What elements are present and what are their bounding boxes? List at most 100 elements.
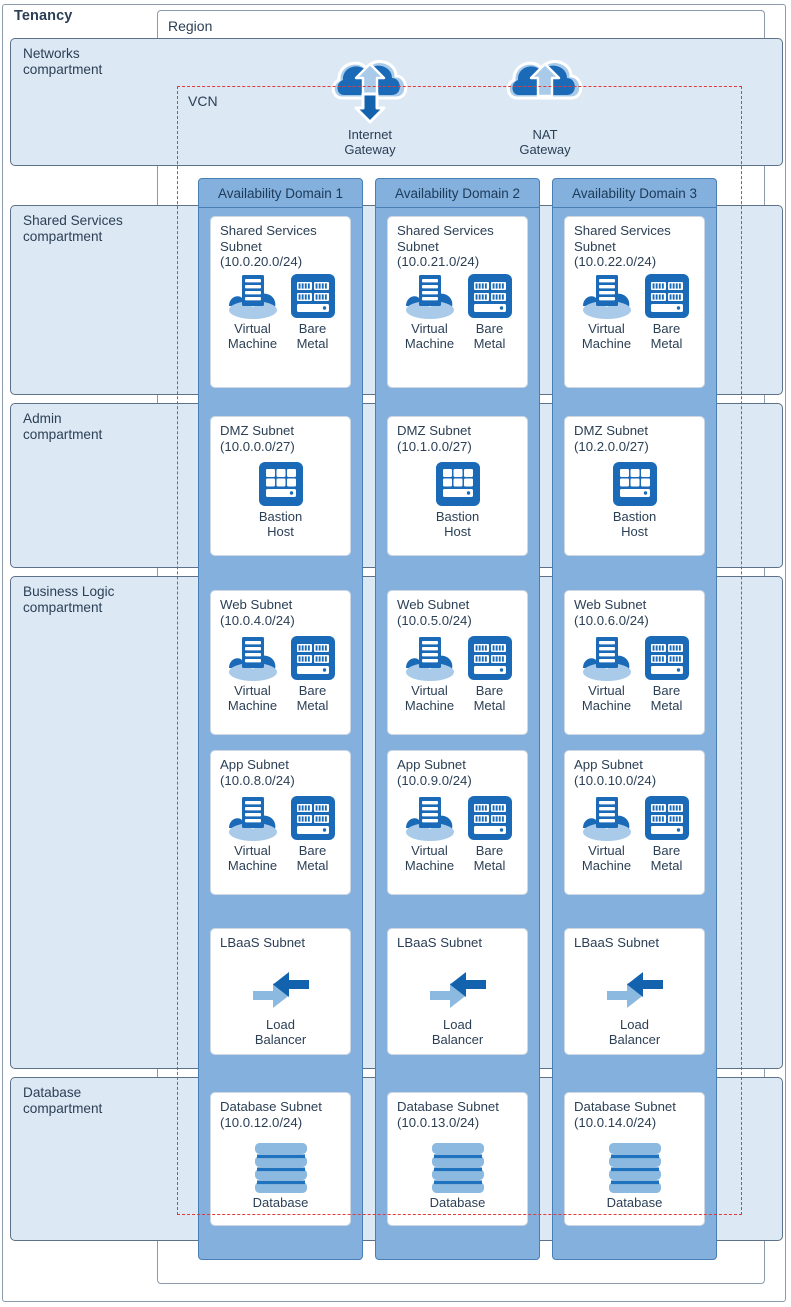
database-caption: Database	[252, 1195, 309, 1210]
bastion-host-icon	[258, 462, 303, 506]
virtual-machine: Virtual Machine	[403, 273, 457, 351]
bastion-host: Bastion Host	[612, 461, 658, 539]
compartment-networks: Networks compartment	[10, 38, 783, 166]
load-balancer-icon	[606, 972, 663, 1008]
subnet-card-app-ad3: App Subnet (10.0.10.0/24) Virtual Machin…	[564, 750, 705, 895]
virtual-machine-icon	[228, 275, 277, 319]
load-balancer-caption: Load Balancer	[254, 1017, 307, 1047]
subnet-card-dmz-ad1: DMZ Subnet (10.0.0.0/27) Bastion Host	[210, 416, 351, 556]
subnet-card-lbaas-ad3: LBaaS Subnet Load Balancer	[564, 928, 705, 1055]
bastion-host-caption: Bastion Host	[258, 509, 303, 539]
subnet-card-app-ad2-title: App Subnet (10.0.9.0/24)	[397, 757, 472, 788]
database-icon	[431, 1143, 484, 1193]
subnet-card-app-ad1-title: App Subnet (10.0.8.0/24)	[220, 757, 295, 788]
database-icon	[608, 1143, 661, 1193]
virtual-machine: Virtual Machine	[226, 273, 280, 351]
load-balancer-icon	[252, 972, 309, 1008]
bare-metal-caption: Bare Metal	[296, 683, 329, 713]
database: Database	[606, 1143, 663, 1210]
bastion-host-caption: Bastion Host	[612, 509, 657, 539]
bare-metal-icon	[467, 274, 512, 318]
subnet-card-web-ad2: Web Subnet (10.0.5.0/24) Virtual Machine…	[387, 590, 528, 735]
virtual-machine: Virtual Machine	[226, 795, 280, 873]
bare-metal: Bare Metal	[644, 273, 690, 351]
compartment-shared-services-label: Shared Services compartment	[23, 213, 123, 244]
compartment-database-label: Database compartment	[23, 1085, 103, 1116]
bare-metal-caption: Bare Metal	[650, 843, 683, 873]
subnet-card-database-ad3-title: Database Subnet (10.0.14.0/24)	[574, 1099, 676, 1130]
bastion-host: Bastion Host	[435, 461, 481, 539]
subnet-card-lbaas-ad1: LBaaS Subnet Load Balancer	[210, 928, 351, 1055]
availability-domain-2-header: Availability Domain 2	[376, 179, 539, 208]
availability-domain-3-header: Availability Domain 3	[553, 179, 716, 208]
bare-metal: Bare Metal	[467, 273, 513, 351]
subnet-card-web-ad1: Web Subnet (10.0.4.0/24) Virtual Machine…	[210, 590, 351, 735]
nat-gateway-label: NAT Gateway	[519, 127, 571, 157]
virtual-machine-icon	[405, 797, 454, 841]
compartment-admin-label: Admin compartment	[23, 411, 103, 442]
virtual-machine-caption: Virtual Machine	[404, 683, 455, 713]
load-balancer: Load Balancer	[426, 961, 490, 1047]
subnet-card-database-ad1-title: Database Subnet (10.0.12.0/24)	[220, 1099, 322, 1130]
subnet-card-web-ad3: Web Subnet (10.0.6.0/24) Virtual Machine…	[564, 590, 705, 735]
virtual-machine-caption: Virtual Machine	[404, 843, 455, 873]
bare-metal: Bare Metal	[290, 795, 336, 873]
virtual-machine-caption: Virtual Machine	[227, 321, 278, 351]
subnet-card-dmz-ad2-title: DMZ Subnet (10.1.0.0/27)	[397, 423, 472, 454]
subnet-card-lbaas-ad2-title: LBaaS Subnet	[397, 935, 483, 950]
subnet-card-lbaas-ad3-title: LBaaS Subnet	[574, 935, 660, 950]
virtual-machine: Virtual Machine	[226, 635, 280, 713]
load-balancer-caption: Load Balancer	[608, 1017, 661, 1047]
virtual-machine: Virtual Machine	[580, 273, 634, 351]
bare-metal-caption: Bare Metal	[473, 321, 506, 351]
load-balancer-caption: Load Balancer	[431, 1017, 484, 1047]
bare-metal: Bare Metal	[290, 635, 336, 713]
database-caption: Database	[606, 1195, 663, 1210]
virtual-machine-icon	[228, 797, 277, 841]
bastion-host: Bastion Host	[258, 461, 304, 539]
bare-metal: Bare Metal	[290, 273, 336, 351]
bare-metal-icon	[467, 636, 512, 680]
bare-metal-caption: Bare Metal	[296, 321, 329, 351]
nat-gateway: NAT Gateway	[505, 50, 585, 157]
load-balancer-icon	[429, 972, 486, 1008]
bare-metal-caption: Bare Metal	[650, 321, 683, 351]
region-label: Region	[168, 18, 213, 34]
virtual-machine-icon	[405, 637, 454, 681]
subnet-card-lbaas-ad2: LBaaS Subnet Load Balancer	[387, 928, 528, 1055]
virtual-machine-caption: Virtual Machine	[581, 843, 632, 873]
bare-metal-caption: Bare Metal	[473, 683, 506, 713]
database-icon	[254, 1143, 307, 1193]
bare-metal-icon	[290, 636, 335, 680]
internet-gateway-label: Internet Gateway	[344, 127, 396, 157]
bare-metal: Bare Metal	[644, 795, 690, 873]
subnet-card-shared-ad3: Shared Services Subnet (10.0.22.0/24) Vi…	[564, 216, 705, 388]
subnet-card-app-ad3-title: App Subnet (10.0.10.0/24)	[574, 757, 657, 788]
bare-metal-icon	[644, 274, 689, 318]
subnet-card-dmz-ad1-title: DMZ Subnet (10.0.0.0/27)	[220, 423, 295, 454]
virtual-machine-caption: Virtual Machine	[227, 843, 278, 873]
bare-metal: Bare Metal	[467, 795, 513, 873]
load-balancer: Load Balancer	[249, 961, 313, 1047]
subnet-card-dmz-ad3-title: DMZ Subnet (10.2.0.0/27)	[574, 423, 649, 454]
subnet-card-shared-ad2: Shared Services Subnet (10.0.21.0/24) Vi…	[387, 216, 528, 388]
bare-metal-caption: Bare Metal	[473, 843, 506, 873]
bare-metal: Bare Metal	[467, 635, 513, 713]
bare-metal-caption: Bare Metal	[650, 683, 683, 713]
virtual-machine: Virtual Machine	[403, 635, 457, 713]
virtual-machine-icon	[582, 637, 631, 681]
subnet-card-app-ad1: App Subnet (10.0.8.0/24) Virtual Machine…	[210, 750, 351, 895]
virtual-machine-icon	[582, 797, 631, 841]
subnet-card-app-ad2: App Subnet (10.0.9.0/24) Virtual Machine…	[387, 750, 528, 895]
subnet-card-lbaas-ad1-title: LBaaS Subnet	[220, 935, 306, 950]
subnet-card-dmz-ad2: DMZ Subnet (10.1.0.0/27) Bastion Host	[387, 416, 528, 556]
subnet-card-shared-ad1-title: Shared Services Subnet (10.0.20.0/24)	[220, 223, 317, 269]
virtual-machine-caption: Virtual Machine	[581, 321, 632, 351]
subnet-card-web-ad3-title: Web Subnet (10.0.6.0/24)	[574, 597, 649, 628]
load-balancer: Load Balancer	[603, 961, 667, 1047]
compartment-networks-label: Networks compartment	[23, 46, 103, 77]
subnet-card-shared-ad3-title: Shared Services Subnet (10.0.22.0/24)	[574, 223, 671, 269]
subnet-card-shared-ad2-title: Shared Services Subnet (10.0.21.0/24)	[397, 223, 494, 269]
subnet-card-dmz-ad3: DMZ Subnet (10.2.0.0/27) Bastion Host	[564, 416, 705, 556]
